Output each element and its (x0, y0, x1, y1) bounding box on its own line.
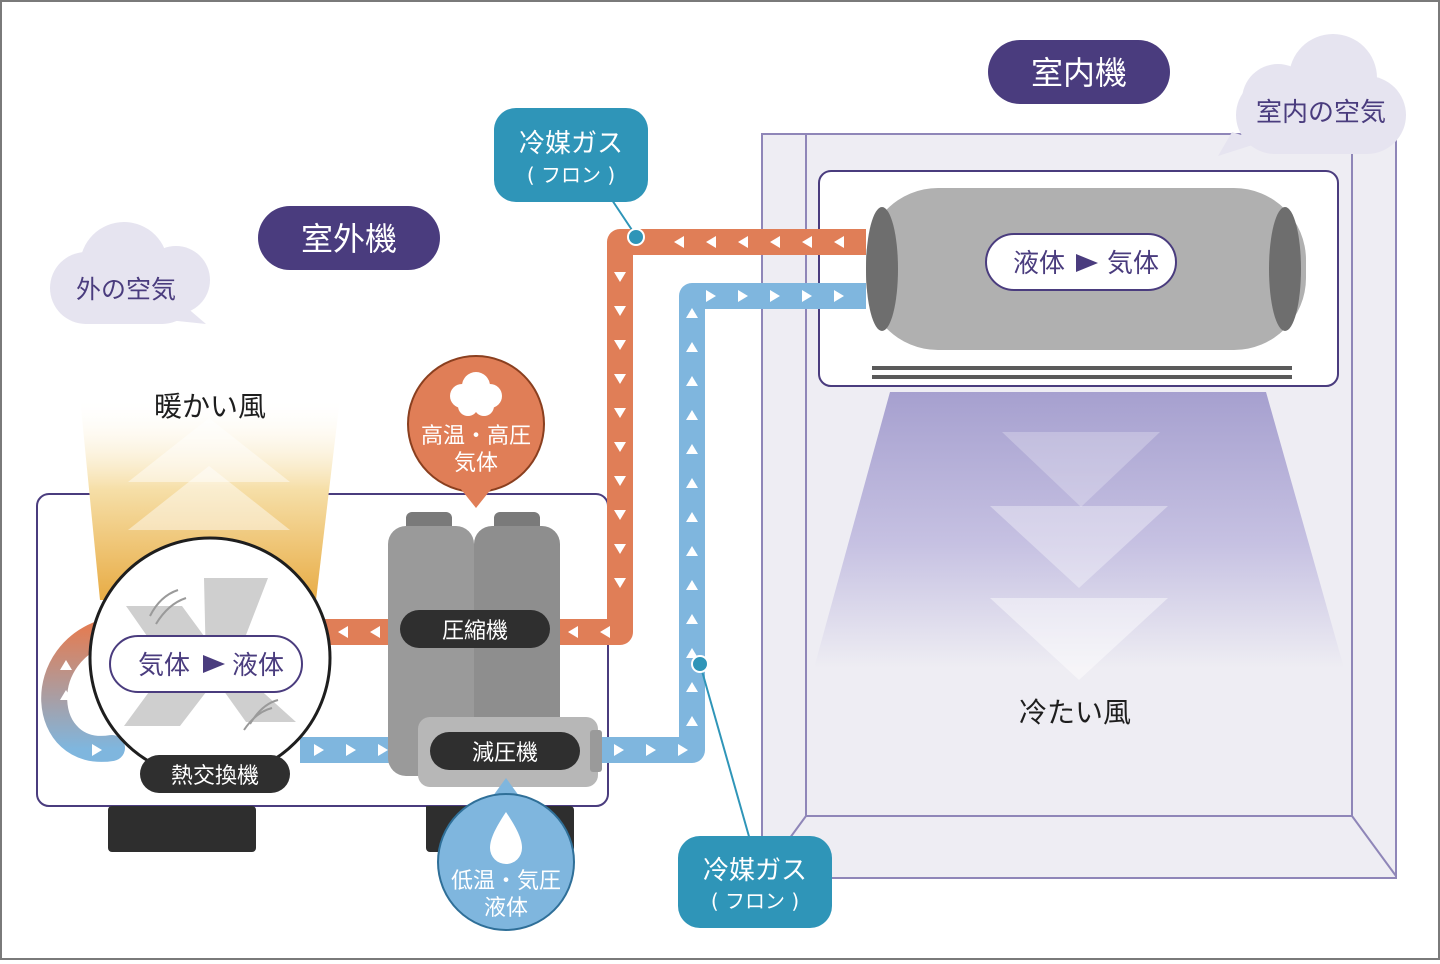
flow-arrows (60, 236, 844, 756)
outdoor-foot-left (108, 806, 256, 852)
water-drop-icon (490, 812, 522, 864)
indoor-unit-pill (988, 40, 1170, 104)
indoor-air-label: 室内の空気 (1256, 98, 1386, 128)
compressor-unit (388, 512, 560, 826)
low-temp-line1: 低温・気圧 (451, 869, 561, 894)
indoor-phase-to: 気体 (1107, 249, 1159, 279)
refrigerant-top-line1: 冷媒ガス (519, 129, 623, 159)
outdoor-air-label: 外の空気 (76, 275, 176, 304)
outdoor-unit-pill (258, 206, 440, 270)
refrigerant-top-line2: ( フロン ) (527, 163, 615, 187)
high-temp-bubble (407, 355, 545, 508)
expansion-valve-label: 減圧機 (472, 741, 538, 766)
expansion-valve-label-pill (430, 732, 580, 770)
cold-wind-label: 冷たい風 (1019, 696, 1131, 729)
outdoor-unit-title: 室外機 (301, 220, 397, 258)
warm-wind-label: 暖かい風 (154, 390, 266, 423)
callout-dot-top (627, 228, 645, 246)
phase-arrow-icon (203, 655, 225, 673)
high-temp-line2: 気体 (454, 451, 498, 476)
callout-dot-bottom (691, 655, 709, 673)
low-temp-bubble (437, 778, 575, 931)
refrigerant-callout-top (494, 108, 648, 202)
outdoor-phase-pill: 気体 液体 (109, 635, 303, 693)
steam-cloud-icon (450, 372, 502, 416)
indoor-unit-title: 室内機 (1031, 54, 1127, 92)
refrigerant-bottom-line1: 冷媒ガス (703, 856, 807, 886)
indoor-phase-from: 液体 (1013, 249, 1065, 279)
indoor-air-cloud (1218, 34, 1406, 156)
callout-line-bottom (699, 663, 751, 841)
high-temp-line1: 高温・高圧 (421, 424, 531, 449)
outdoor-phase-to: 液体 (232, 651, 284, 681)
low-temp-line2: 液体 (484, 896, 528, 921)
heat-exchanger-label: 熱交換機 (171, 764, 259, 789)
heat-exchanger-label-pill (140, 755, 290, 793)
compressor-label: 圧縮機 (442, 619, 508, 644)
outdoor-phase-from: 気体 (138, 651, 190, 681)
warm-air-flow (80, 398, 340, 600)
phase-arrow-icon (1076, 254, 1098, 272)
indoor-phase-pill: 液体 気体 (985, 233, 1177, 291)
refrigerant-callout-bottom (678, 836, 832, 928)
compressor-label-pill (400, 610, 550, 648)
refrigerant-bottom-line2: ( フロン ) (711, 889, 799, 913)
cold-air-flow (814, 392, 1344, 680)
outdoor-air-cloud (50, 222, 210, 324)
